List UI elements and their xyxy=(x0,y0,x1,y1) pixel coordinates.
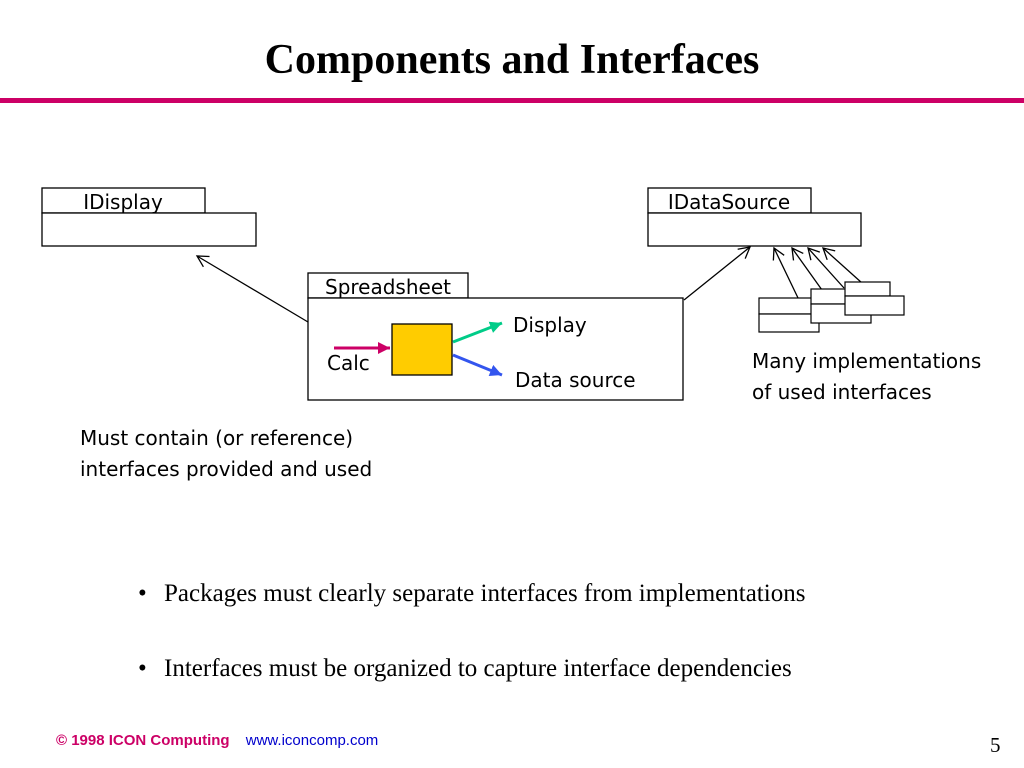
spreadsheet-tab xyxy=(307,272,469,299)
idisplay-tab xyxy=(41,187,206,214)
calc-label: Calc xyxy=(327,351,370,375)
implementations-note: Many implementations of used interfaces xyxy=(752,346,981,408)
implementations-note-line: Many implementations xyxy=(752,349,982,373)
idatasource-tab xyxy=(647,187,812,214)
idatasource-body xyxy=(647,212,862,247)
page-number: 5 xyxy=(990,733,1001,757)
implementation-components xyxy=(758,281,905,333)
datasource-port-arrow xyxy=(452,353,503,377)
contain-note-line: Must contain (or reference) xyxy=(80,426,354,450)
calc-box xyxy=(391,323,453,376)
idisplay-body xyxy=(41,212,257,247)
implementation-arrows xyxy=(772,246,863,301)
display-port-label: Display xyxy=(513,313,587,337)
idatasource-interface: IDataSource xyxy=(647,187,862,247)
bullet-text: Interfaces must be organized to capture … xyxy=(164,655,792,682)
footer-url[interactable]: www.iconcomp.com xyxy=(245,732,379,749)
bullet-marker: • xyxy=(138,580,147,607)
footer: © 1998 ICON Computing www.iconcomp.com xyxy=(56,732,378,749)
implementations-note-line: of used interfaces xyxy=(752,380,932,404)
spreadsheet-to-idatasource-arrow xyxy=(683,246,752,301)
datasource-port-label: Data source xyxy=(515,368,636,392)
bullet-item: • Packages must clearly separate interfac… xyxy=(138,580,805,608)
footer-copyright: © 1998 ICON Computing xyxy=(56,732,230,749)
spreadsheet-label: Spreadsheet xyxy=(325,275,451,299)
idisplay-label: IDisplay xyxy=(83,190,163,214)
bullet-item: • Interfaces must be organized to capture… xyxy=(138,655,792,683)
display-port-arrow xyxy=(452,321,503,344)
contain-note-line: interfaces provided and used xyxy=(80,457,373,481)
idatasource-label: IDataSource xyxy=(668,190,790,214)
slide-title: Components and Interfaces xyxy=(264,37,760,83)
implementation-box xyxy=(844,281,905,316)
spreadsheet-to-idisplay-arrow xyxy=(195,255,309,323)
spreadsheet-component: Spreadsheet Display Calc Data source xyxy=(307,272,684,401)
title-divider xyxy=(0,98,1024,103)
bullet-marker: • xyxy=(138,655,147,682)
implementation-box xyxy=(758,297,820,333)
bullet-text: Packages must clearly separate interface… xyxy=(164,580,806,607)
idisplay-interface: IDisplay xyxy=(41,187,257,247)
contain-note: Must contain (or reference) interfaces p… xyxy=(80,423,372,485)
